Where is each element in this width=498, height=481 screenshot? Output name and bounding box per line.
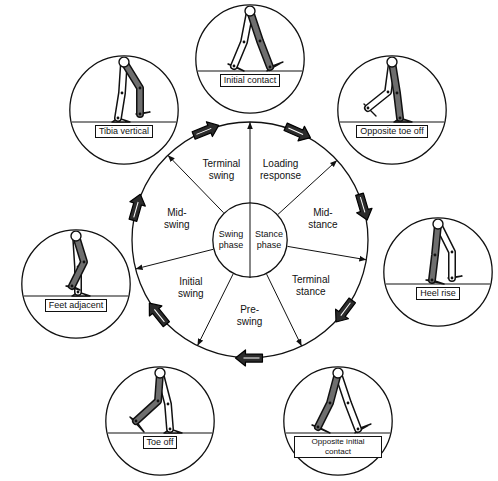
opposite-leg <box>228 11 250 71</box>
opposite-leg <box>338 373 371 433</box>
opposite-leg <box>364 62 392 116</box>
reference-leg <box>312 373 338 433</box>
phase-divider <box>250 202 251 278</box>
event-label: Initial contact <box>220 74 281 87</box>
gait-event-circle: Toe off <box>105 366 215 476</box>
reference-leg <box>392 62 412 122</box>
cycle-arrow <box>352 192 375 222</box>
gait-figure <box>284 368 391 433</box>
phase-label: Terminal stance <box>289 274 333 298</box>
event-label: Feet adjacent <box>45 299 108 312</box>
phase-label: Mid-stance <box>301 207 345 231</box>
cycle-arrow <box>125 192 148 222</box>
gait-event-circle: Heel rise <box>383 217 493 327</box>
event-label: Opposite initial contact <box>294 436 382 458</box>
opposite-leg <box>438 224 462 279</box>
cycle-arrow <box>191 118 222 143</box>
gait-figure <box>22 231 129 296</box>
circle-outline <box>21 229 131 339</box>
radial-line <box>197 274 233 346</box>
phase-label: Terminal swing <box>199 158 243 182</box>
gait-figure <box>338 57 445 122</box>
gait-figure <box>196 6 303 71</box>
radial-line <box>136 249 214 269</box>
hip-joint <box>71 231 81 241</box>
circle-outline <box>337 55 447 165</box>
ground-line <box>196 70 303 71</box>
reference-leg <box>130 373 160 432</box>
cycle-arrow <box>235 350 262 366</box>
circle-outline <box>195 4 305 114</box>
reference-leg <box>426 224 444 284</box>
gait-figure <box>70 57 177 122</box>
ground-line <box>338 121 445 122</box>
phase-name: Stance phase <box>253 229 285 251</box>
gait-figure <box>106 368 213 433</box>
ground-line <box>106 432 213 433</box>
event-label: Toe off <box>143 436 178 449</box>
cycle-arrow <box>330 296 359 327</box>
event-label: Tibia vertical <box>95 125 153 138</box>
circle-outline <box>383 217 493 327</box>
gait-figure <box>384 219 491 284</box>
hip-joint <box>245 6 255 16</box>
cycle-arrow <box>282 119 313 145</box>
hip-joint <box>433 219 443 229</box>
event-label: Heel rise <box>416 287 460 300</box>
circle-outline <box>283 366 393 476</box>
phase-label: Initial swing <box>169 276 213 300</box>
ground-line <box>284 432 391 433</box>
gait-event-circle: Initial contact <box>195 4 305 114</box>
hip-joint <box>155 368 165 378</box>
radial-line <box>287 246 366 259</box>
cycle-arrow <box>143 298 172 329</box>
gait-event-circle: Opposite toe off <box>337 55 447 165</box>
circle-outline <box>69 55 179 165</box>
radial-line <box>250 122 251 202</box>
gait-event-circle: Opposite initial contact <box>283 366 393 476</box>
reference-leg <box>250 11 283 71</box>
gait-event-circle: Tibia vertical <box>69 55 179 165</box>
ground-line <box>384 283 491 284</box>
reference-leg <box>66 236 85 290</box>
phase-label: Mid-swing <box>155 207 199 231</box>
gait-event-circle: Feet adjacent <box>21 229 131 339</box>
opposite-leg <box>72 236 90 296</box>
phase-circle: Swing phase Stance phase <box>212 202 288 278</box>
circle-outline <box>105 366 215 476</box>
phase-label: Loading response <box>259 158 303 182</box>
phase-label: Pre-swing <box>228 304 272 328</box>
radial-line <box>267 274 302 346</box>
cycle-ring <box>132 122 368 358</box>
reference-leg <box>124 62 150 115</box>
hip-joint <box>119 57 129 67</box>
phase-name: Swing phase <box>215 229 247 251</box>
event-label: Opposite toe off <box>356 125 427 138</box>
hip-joint <box>333 368 343 378</box>
hip-joint <box>387 57 397 67</box>
